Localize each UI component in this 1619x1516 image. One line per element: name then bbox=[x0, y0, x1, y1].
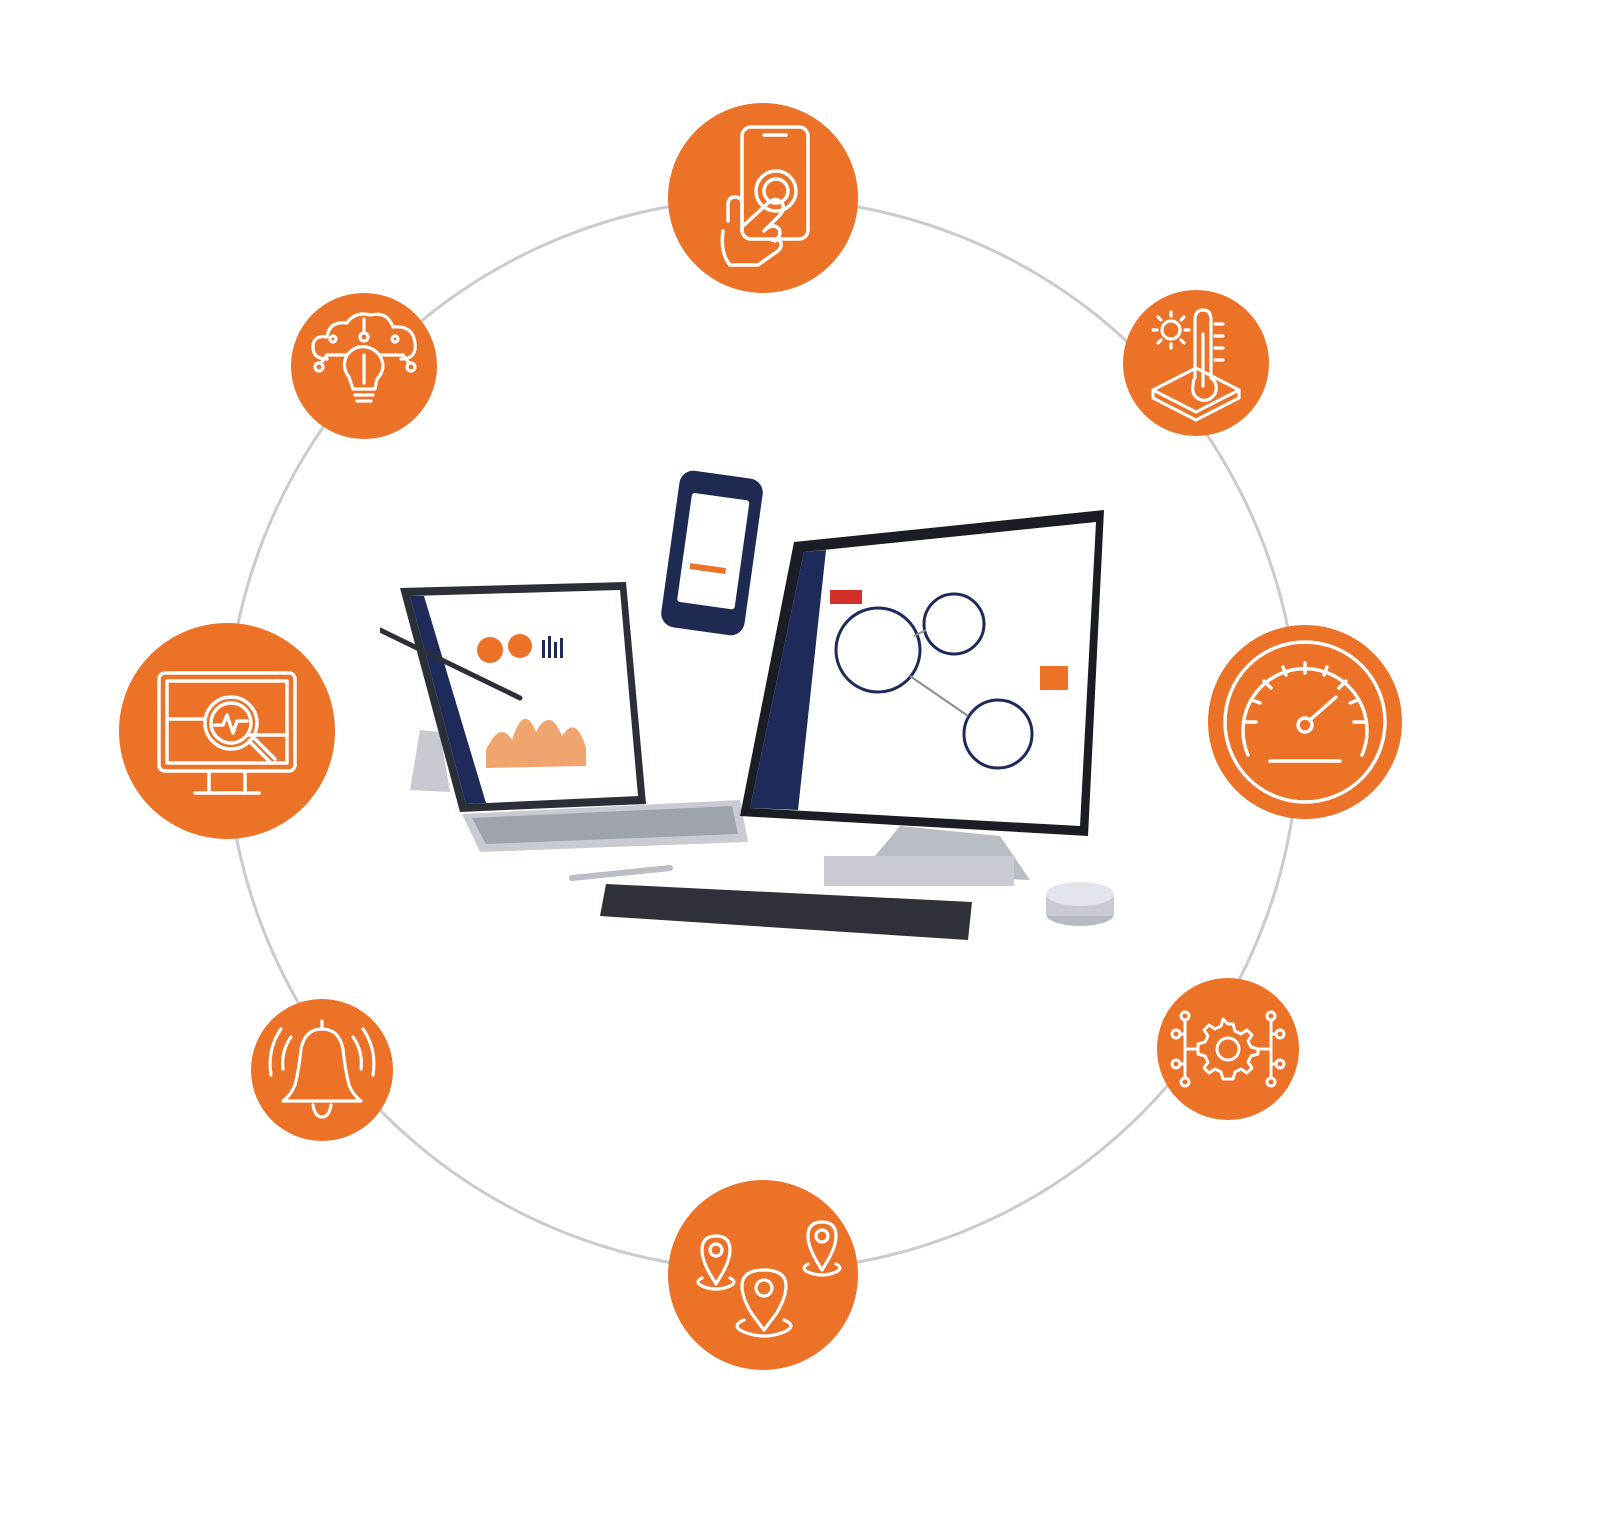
node-cloud bbox=[291, 293, 437, 439]
ringing-bell-icon bbox=[268, 1019, 376, 1119]
hand-touch-phone-icon bbox=[720, 125, 810, 267]
node-alarm bbox=[251, 999, 393, 1141]
node-automation bbox=[1157, 978, 1299, 1120]
speedometer-icon bbox=[1223, 640, 1387, 804]
phone-login-icon bbox=[661, 470, 763, 636]
tablet-dashboard-icon bbox=[380, 582, 748, 852]
cloud-idea-icon bbox=[311, 312, 417, 403]
desktop-network-icon bbox=[569, 510, 1114, 940]
node-location bbox=[668, 1180, 858, 1370]
node-speed bbox=[1208, 625, 1402, 819]
location-pins-icon bbox=[696, 1220, 842, 1338]
node-monitoring bbox=[119, 623, 335, 839]
monitor-analytics-icon bbox=[157, 671, 297, 795]
node-touch bbox=[668, 103, 858, 293]
temperature-sensor-icon bbox=[1151, 308, 1241, 422]
gear-circuit-icon bbox=[1170, 1010, 1286, 1088]
node-temperature bbox=[1123, 290, 1269, 436]
devices-illustration bbox=[380, 470, 1114, 940]
